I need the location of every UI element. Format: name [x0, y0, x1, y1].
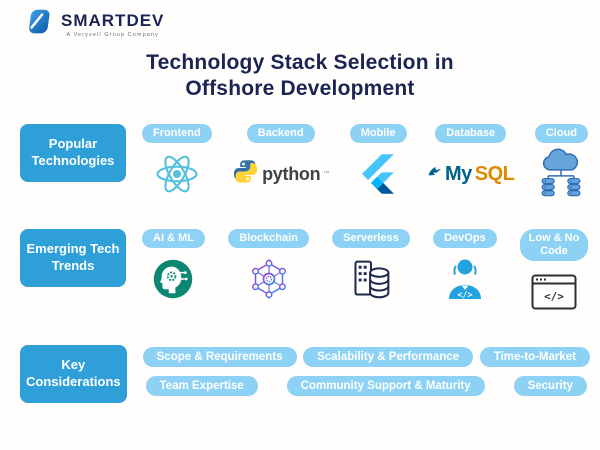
kc-line-1: Scope & Requirements Scalability & Perfo… — [142, 347, 590, 367]
kc-line-2: Team Expertise Community Support & Matur… — [143, 376, 590, 396]
title-line-2: Offshore Development — [185, 76, 415, 100]
ai-ml-icon — [151, 253, 195, 305]
pill-team-expertise: Team Expertise — [145, 376, 258, 396]
label-key-considerations: Key Considerations — [20, 345, 127, 403]
column-blockchain: Blockchain — [228, 229, 309, 318]
label-emerging-tech-trends: Emerging Tech Trends — [20, 229, 126, 287]
column-ai-ml: AI & ML — [142, 229, 205, 318]
row2-content: AI & ML Blockchain — [142, 229, 590, 318]
serverless-icon — [349, 253, 393, 305]
pill-low-no-code: Low & No Code — [519, 229, 588, 262]
pill-frontend: Frontend — [142, 124, 212, 144]
row-key-considerations: Key Considerations Scope & Requirements … — [20, 345, 590, 403]
python-trademark: ™ — [323, 171, 330, 178]
row-emerging-tech-trends: Emerging Tech Trends AI & ML — [20, 229, 590, 318]
column-frontend: Frontend — [142, 124, 212, 200]
pill-security: Security — [513, 376, 587, 396]
column-cloud: Cloud — [534, 124, 588, 200]
react-icon — [154, 148, 200, 200]
pill-blockchain: Blockchain — [228, 229, 309, 249]
devops-code-glyph: </> — [457, 291, 472, 301]
header: SMARTDEV A Verysell Group Company — [26, 8, 164, 40]
column-low-no-code: Low & No Code </> — [519, 229, 588, 318]
mysql-wordmark-sql: SQL — [474, 162, 515, 185]
title-line-1: Technology Stack Selection in — [146, 51, 454, 74]
column-serverless: Serverless — [332, 229, 410, 318]
pill-devops: DevOps — [433, 229, 497, 249]
low-no-code-glyph: </> — [544, 290, 564, 303]
cloud-servers-icon — [539, 148, 583, 200]
column-mobile: Mobile — [349, 124, 407, 200]
mysql-wordmark-my: My — [444, 162, 472, 185]
python-logo: python ™ — [232, 148, 329, 200]
row3-content: Scope & Requirements Scalability & Perfo… — [142, 347, 590, 396]
pill-mobile: Mobile — [349, 124, 407, 144]
brand-name: SMARTDEV — [61, 10, 165, 30]
pill-scope-requirements: Scope & Requirements — [142, 347, 297, 367]
pill-database: Database — [435, 124, 507, 144]
pill-ai-ml: AI & ML — [142, 229, 205, 249]
column-backend: Backend python ™ — [232, 124, 329, 200]
mysql-dolphin-icon — [427, 164, 442, 184]
low-no-code-icon: </> — [531, 266, 577, 318]
row1-content: Frontend Backend — [142, 124, 590, 200]
smartdev-logo-icon — [26, 8, 53, 40]
label-popular-technologies: Popular Technologies — [20, 124, 126, 182]
pill-community-support: Community Support & Maturity — [286, 376, 485, 396]
pill-backend: Backend — [246, 124, 315, 144]
pill-cloud: Cloud — [534, 124, 588, 144]
blockchain-icon — [247, 253, 291, 305]
brand-block: SMARTDEV A Verysell Group Company — [61, 11, 164, 38]
column-devops: DevOps </> — [433, 229, 497, 318]
row-popular-technologies: Popular Technologies Frontend Ba — [20, 124, 590, 200]
python-icon — [232, 158, 259, 190]
page-title: Technology Stack Selection in Offshore D… — [0, 50, 600, 101]
python-wordmark: python — [262, 163, 321, 184]
pill-scalability-performance: Scalability & Performance — [303, 347, 474, 367]
devops-icon: </> — [445, 253, 485, 305]
pill-time-to-market: Time-to-Market — [479, 347, 590, 367]
flutter-icon — [362, 148, 395, 200]
brand-tagline: A Verysell Group Company — [66, 31, 159, 38]
pill-serverless: Serverless — [332, 229, 410, 249]
